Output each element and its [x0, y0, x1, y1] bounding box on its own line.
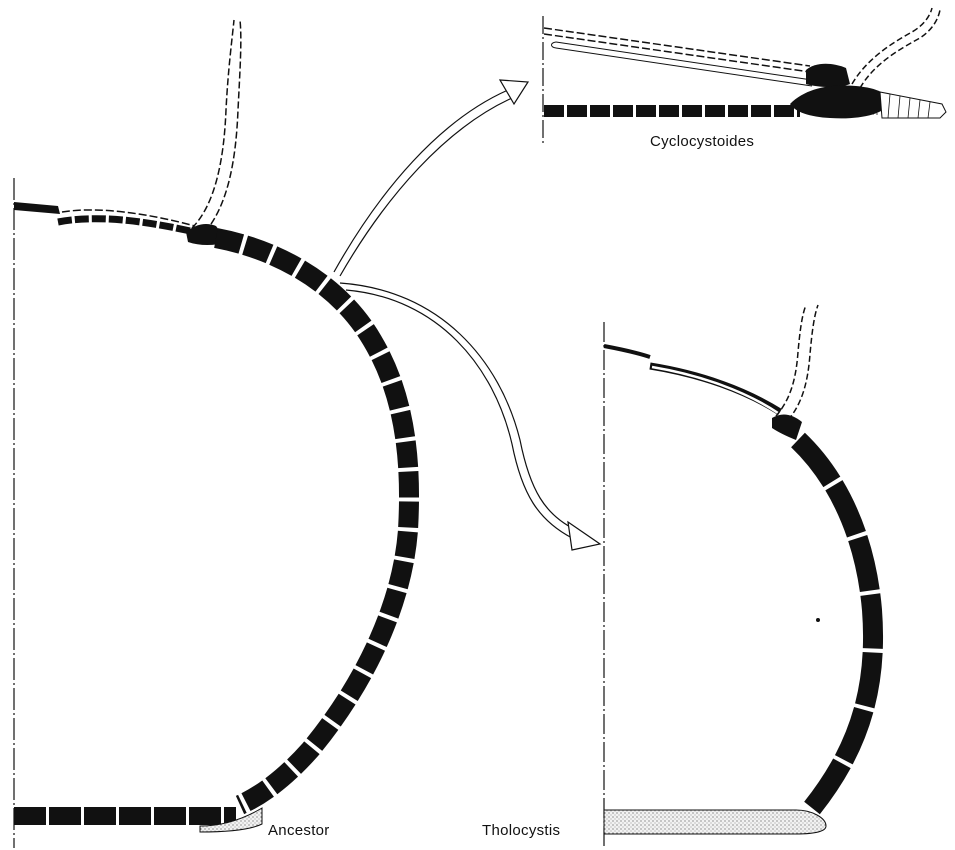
tholocystis-top-plate [604, 346, 650, 357]
arrow-to-cyclocystoides [334, 80, 528, 276]
cyclocystoides-label: Cyclocystoides [650, 133, 754, 150]
tholocystis-arm-base-plate [772, 415, 802, 440]
tholocystis-dot [816, 618, 820, 622]
ancestor-label: Ancestor [268, 822, 330, 839]
tholocystis-upper-plates [650, 366, 780, 412]
ancestor-top-plate [14, 202, 60, 214]
cyclocystoides-theca [543, 8, 946, 144]
tholocystis-stippled-base [604, 810, 826, 834]
tholocystis-marginal-plates [798, 440, 873, 808]
cyclocystoides-arm [852, 8, 932, 84]
ancestor-marginal-plates [216, 238, 409, 805]
tholocystis-theca [604, 305, 873, 848]
cyclocystoides-marginal-block [806, 64, 850, 87]
tholocystis-arm [776, 305, 806, 416]
arrow-to-tholocystis [340, 283, 600, 550]
tholocystis-label: Tholocystis [482, 822, 560, 839]
ancestor-theca [14, 20, 409, 848]
ancestor-arm [192, 20, 234, 228]
